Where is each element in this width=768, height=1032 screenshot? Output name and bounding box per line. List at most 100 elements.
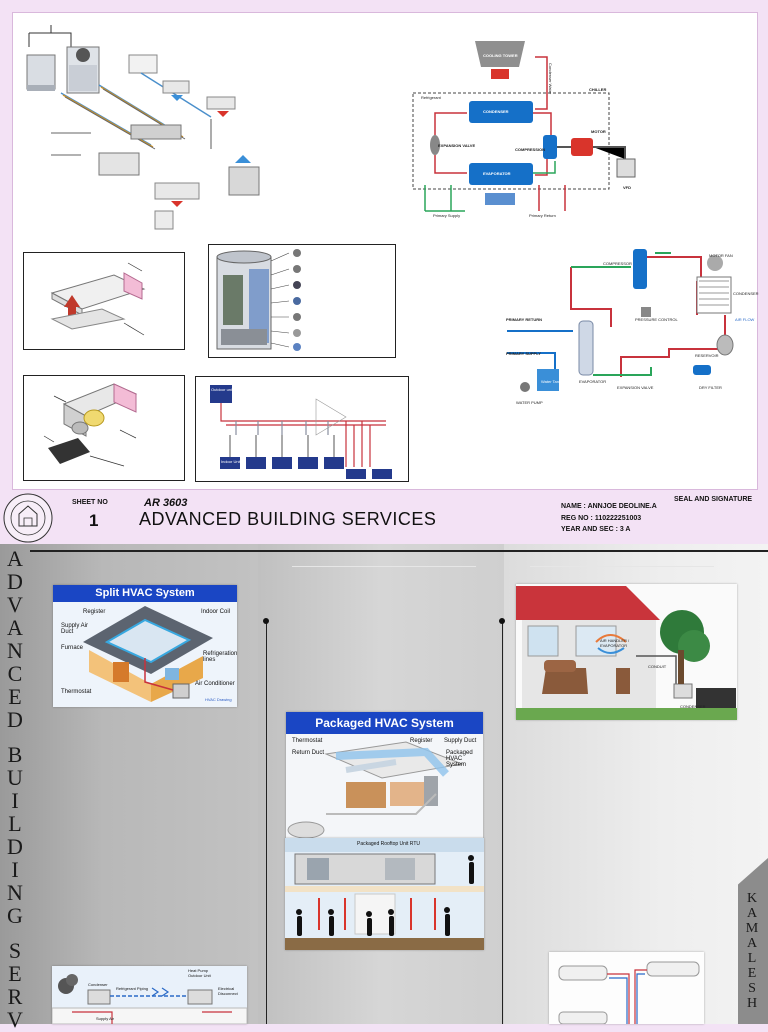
vrf-piping-layout-box xyxy=(195,376,409,482)
chiller-condenser-label: CONDENSER xyxy=(483,109,509,114)
dx-chiller-diagram xyxy=(507,249,734,392)
sheet-number: 1 xyxy=(89,511,99,530)
chiller-label: CHILLER xyxy=(589,87,607,92)
student-name: NAME : ANNJOE DEOLINE.A xyxy=(561,503,657,510)
chiller-primary-return-label: Primary Return xyxy=(529,213,556,218)
vertical-letter: L xyxy=(747,951,757,966)
packaged-thermostat-label: Thermostat xyxy=(292,738,323,744)
house-conduit-label: CONDUIT xyxy=(648,664,667,669)
split-supply-duct-label: Supply Air Duct xyxy=(61,623,89,635)
split-register-label: Register xyxy=(83,609,106,615)
vertical-letter: H xyxy=(746,996,758,1011)
heatpump-supply-air-label: Supply Air xyxy=(96,1016,115,1021)
vertical-letter: V xyxy=(7,592,23,617)
faint-rule-middle xyxy=(292,566,476,567)
dx-water-tank-label: Water Tank xyxy=(541,379,562,384)
heatpump-unit-label: Heat Pump Outdoor Unit xyxy=(188,968,211,978)
vertical-letter: A xyxy=(7,546,23,571)
chiller-schematic xyxy=(412,41,636,212)
chiller-expansion-valve-label: EXPANSION VALVE xyxy=(438,143,476,148)
vrf-outdoor-unit-drawing xyxy=(216,249,301,351)
vertical-letter: E xyxy=(8,961,22,986)
divider-rule-left xyxy=(266,620,267,1024)
house-air-handler-label: AIR HANDLER / EVAPORATOR xyxy=(600,638,630,648)
vertical-letter: N xyxy=(7,638,23,663)
rooftop-unit-section-drawing xyxy=(285,838,484,950)
house-cutaway-drawing xyxy=(516,584,737,720)
course-code: AR 3603 xyxy=(144,497,188,509)
vertical-letter: I xyxy=(11,788,19,813)
heat-pump-drawing xyxy=(51,966,248,1025)
divider-dot-right xyxy=(499,618,505,624)
vertical-letter: L xyxy=(8,811,22,836)
board-top-rule xyxy=(30,550,768,552)
vertical-letter: V xyxy=(7,1007,23,1032)
vertical-letter: R xyxy=(7,984,23,1009)
dx-pressure-control-label: PRESSURE CONTROL xyxy=(635,317,678,322)
vertical-letter: A xyxy=(746,906,758,921)
vertical-letter: D xyxy=(7,707,23,732)
dx-compressor-label: COMPRESSOR xyxy=(603,261,632,266)
chiller-cooling-tower-label: COOLING TOWER xyxy=(483,53,518,58)
dx-dry-filter-label: DRY FILTER xyxy=(699,385,722,390)
vrf-outdoor-unit-box xyxy=(208,244,396,358)
seal-signature-label: SEAL AND SIGNATURE xyxy=(674,496,753,503)
split-ac-units-card xyxy=(549,952,704,1025)
chiller-evaporator-label: EVAPORATOR xyxy=(483,171,511,176)
split-ac-units-drawing xyxy=(558,961,700,1025)
split-furnace-label: Furnace xyxy=(61,645,84,651)
right-tab xyxy=(738,858,768,1024)
rooftop-unit-card: Packaged Rooftop Unit RTU xyxy=(285,838,484,950)
title-block: SHEET NO 1 AR 3603 ADVANCED BUILDING SER… xyxy=(0,492,768,544)
sheet-no-label: SHEET NO xyxy=(72,499,108,506)
vertical-letter: S xyxy=(8,938,22,963)
vertical-letter: A xyxy=(746,936,758,951)
house-cutaway-card: AIR HANDLER / EVAPORATOR CONDUIT CONDENS… xyxy=(516,584,737,720)
chiller-vfd-label: VFD xyxy=(623,185,631,190)
vertical-letter: E xyxy=(747,966,757,981)
year-section: YEAR AND SEC : 3 A xyxy=(561,526,631,533)
vertical-letter: G xyxy=(7,903,23,928)
vertical-letter: B xyxy=(7,742,23,767)
heatpump-refrigerant-label: Refrigerant Piping xyxy=(116,986,149,991)
vertical-letter: A xyxy=(7,615,23,640)
vertical-letter: C xyxy=(7,661,23,686)
heat-pump-card: Condenser Refrigerant Piping Heat Pump O… xyxy=(51,966,248,1025)
vertical-letter: E xyxy=(8,684,22,709)
heatpump-condenser-label: Condenser xyxy=(88,982,108,987)
packaged-hvac-card: Packaged HVAC System Thermostat Register… xyxy=(286,712,483,839)
vrf-outdoor-unit-label: Outdoor unit xyxy=(211,387,234,392)
packaged-hvac-title: Packaged HVAC System xyxy=(286,712,483,734)
split-air-conditioner-label: Air Conditioner xyxy=(195,681,235,687)
vrf-isometric-diagram xyxy=(26,25,260,230)
vertical-letter: S xyxy=(748,981,756,996)
ahu-exploded-box xyxy=(23,375,185,481)
vertical-letter: U xyxy=(7,765,23,790)
vertical-letter: D xyxy=(7,569,23,594)
chiller-compression-label: COMPRESSION xyxy=(515,147,546,152)
cassette-unit-drawing xyxy=(50,262,146,336)
packaged-unit-label: Packaged HVAC System xyxy=(446,750,473,768)
college-emblem-icon xyxy=(3,493,53,543)
rtu-title-label: Packaged Rooftop Unit RTU xyxy=(357,841,420,847)
ahu-exploded-drawing xyxy=(43,383,138,467)
split-refrigeration-lines-label: Refrigeration lines xyxy=(203,651,238,663)
vertical-letter: I xyxy=(11,857,19,882)
drawing-sheet: COOLING TOWER CONDENSER CHILLER Refriger… xyxy=(12,12,759,490)
packaged-register-label: Register xyxy=(410,738,433,744)
dx-primary-return-label: PRIMARY RETURN xyxy=(506,317,543,322)
vertical-letter: D xyxy=(7,834,23,859)
split-credit-label: HVAC Drawing xyxy=(205,697,232,702)
heatpump-disconnect-label: Electrical Disconnect xyxy=(218,986,238,996)
split-hvac-card: Split HVAC System Register Indoor Coil S… xyxy=(53,585,237,707)
dx-expansion-valve-label: EXPANSION VALVE xyxy=(617,385,654,390)
split-hvac-house-drawing xyxy=(53,602,237,707)
house-condenser-label: CONDENSER xyxy=(680,704,706,709)
split-thermostat-label: Thermostat xyxy=(61,689,92,695)
dx-motor-fan-label: MOTOR FAN xyxy=(709,253,733,258)
vertical-letter: N xyxy=(7,880,23,905)
chiller-motor-label: MOTOR xyxy=(591,129,606,134)
divider-rule-right xyxy=(502,620,503,1024)
dx-primary-supply-label: PRIMARY SUPPLY xyxy=(506,351,541,356)
